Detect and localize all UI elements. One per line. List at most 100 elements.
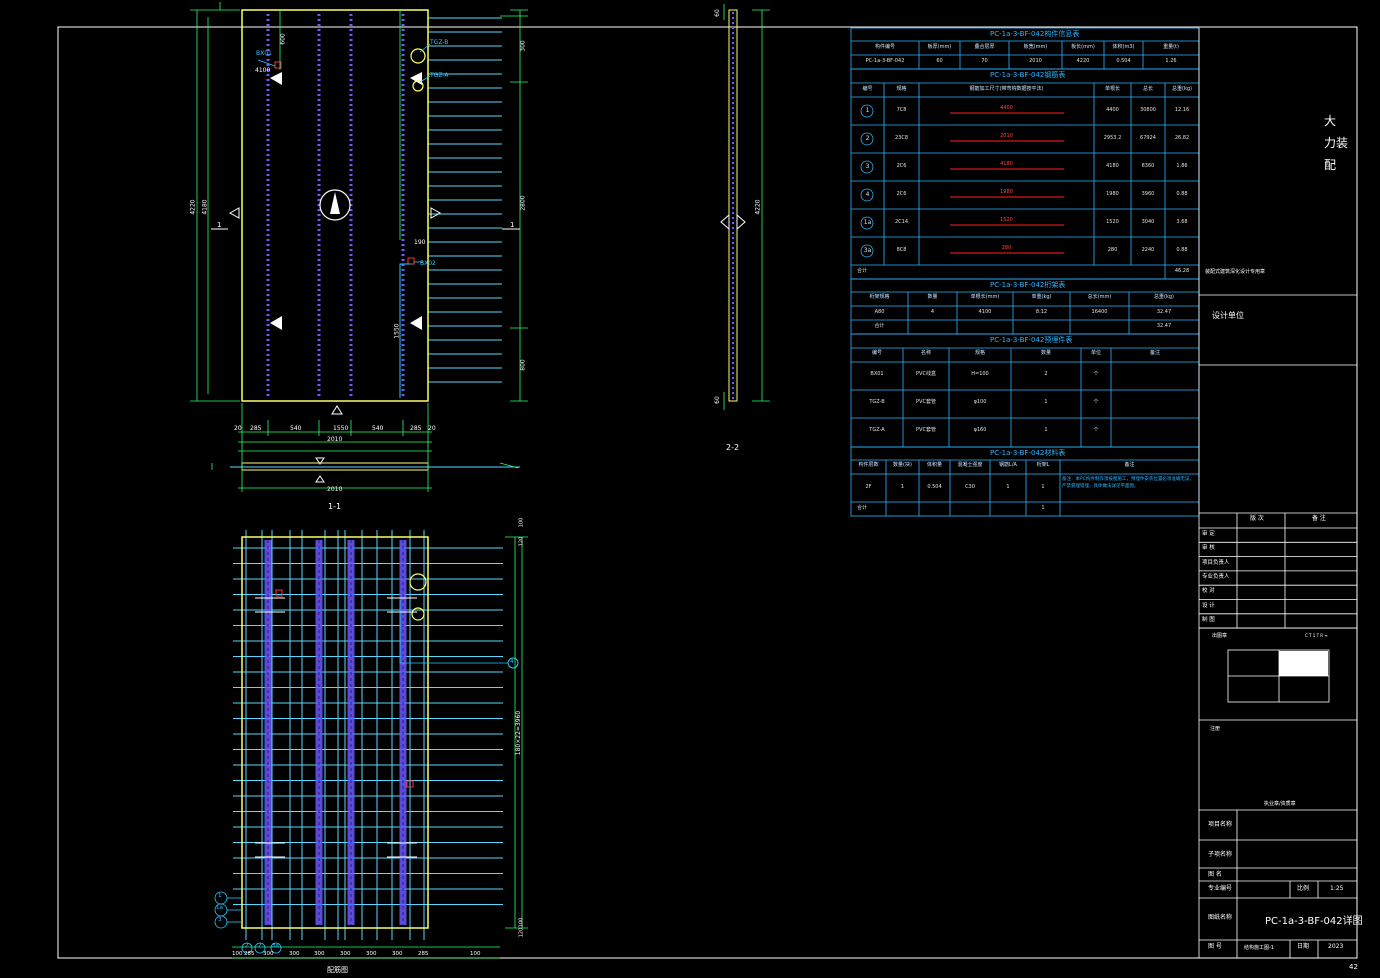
rebar-total: 8360 [1141,163,1155,169]
rebar-callout-label[interactable]: 2 [245,943,249,949]
dim-left-inner: 4180 [201,199,209,215]
truss-cell: 8.12 [1035,309,1048,315]
info-cell: 1.26 [1165,58,1177,64]
sleeve-tgz-a-icon[interactable] [411,607,425,621]
dim-plan-bottom: 1550 [333,425,349,432]
footer-date-label: 日期 [1297,943,1310,950]
rebar-id-circle [860,244,874,258]
junction-box-bx01-icon[interactable] [274,61,282,69]
parts-table-title: PC-1a-3-BF-042预埋件表 [990,336,1073,344]
rebar-id: 3a [863,247,872,254]
discipline-no-label: 专业编号 [1208,885,1233,892]
parts-cell: 个 [1093,399,1099,405]
lift-point-mark [410,72,422,85]
concrete-header: 体积量 [926,462,942,468]
concrete-cell: 1 [900,484,905,490]
footer-number: 结构施工图-1 [1244,945,1274,951]
rebar-id: 1 [865,107,870,114]
concrete-total-value: 1 [1041,505,1045,511]
callout-bx02[interactable]: BX02 [420,260,436,267]
dim-rebar-right: 120 [518,536,525,547]
callout-tgz-b[interactable]: TGZ-B [430,39,449,46]
rebar-callout-label[interactable]: 1a [216,905,223,911]
dim-top: 600 [279,33,287,45]
rebar-id: 1a [863,219,872,226]
concrete-header: 混凝土强度 [957,462,983,468]
page-number: 42 [1349,963,1358,971]
callout-tgz-a[interactable]: TGZ-A [430,72,449,79]
revision-header-note: 备 注 [1312,515,1326,522]
parts-cell: φ160 [973,427,987,433]
section-1-1-view[interactable] [211,446,520,492]
info-header: 板厚(mm) [927,44,952,50]
rebar-callout-label[interactable]: 1 [218,893,222,899]
junction-box-bx02-icon[interactable] [407,257,415,265]
rebar-weight: 0.88 [1176,247,1188,253]
dim-rebar-bottom: 300 [340,951,351,957]
dim-rebar-bottom: 100 [232,951,243,957]
rebar-callout-3a[interactable] [270,942,282,954]
lift-point-mark [270,72,282,85]
dim-rebar-right: 100 [518,917,525,928]
rebar-shape-dim: 280 [1001,245,1012,251]
rebar-header: 总重(kg) [1172,86,1192,92]
rebar-weight: 3.68 [1176,219,1188,225]
section-2-2-view[interactable] [720,4,770,410]
dim-rebar-right: 120 [518,927,525,938]
plan-panel-outline [241,9,429,402]
concrete-cell: 0.504 [927,484,942,490]
dim-right-bottom: 800 [519,359,527,371]
rebar-header: 钢筋加工尺寸(带弯钩数据按平法) [969,86,1044,92]
rebar-length: 1980 [1106,191,1119,197]
dim-22-top: 60 [713,9,721,17]
truss-table-title: PC-1a-3-BF-042桁架表 [990,281,1066,289]
rebar-callout-2b[interactable] [254,942,266,954]
rebar-id-circle [860,160,874,174]
rebar-length: 1520 [1106,219,1119,225]
parts-cell: H=100 [971,371,989,377]
parts-header: 名称 [920,350,931,356]
dim-plan-bottom: 20 [234,425,242,432]
rebar-callout-2[interactable] [241,942,253,954]
section-2-2-label: 2-2 [726,443,740,452]
info-table-title: PC-1a-3-BF-042构件信息表 [990,30,1080,38]
rebar-layout-view[interactable] [214,530,528,959]
truss-cell: 16400 [1091,309,1108,315]
rebar-total-value: 46.28 [1174,268,1190,274]
rebar-header: 编号 [862,86,873,92]
rebar-table-title: PC-1a-3-BF-042钢筋表 [990,71,1066,79]
rebar-callout-label[interactable]: 4 [510,659,514,665]
signature-label: 审 定 [1202,531,1215,537]
footer-date: 2023 [1328,943,1344,950]
stamp-label: 出图章 [1212,633,1228,639]
sleeve-tgz-b-icon[interactable] [409,573,427,591]
rebar-callout-label[interactable]: 2 [258,943,262,949]
junction-box-bx02-icon[interactable] [406,780,414,788]
rebar-weight: 1.86 [1176,163,1188,169]
project-name-label: 项目名称 [1208,821,1233,828]
dim-right-mid: 2800 [519,195,527,211]
rebar-shape-dim: 1520 [1000,217,1013,223]
rebar-callout-label[interactable]: 3a [272,943,279,949]
dim-total-width-11: 2010 [327,486,343,493]
revision-header-version: 版 次 [1250,515,1264,522]
info-header: 重量(t) [1163,44,1179,50]
drawing-frame [57,26,1358,959]
rebar-callout-label[interactable]: 3 [218,917,222,923]
rebar-callout-4[interactable] [507,657,519,669]
junction-box-bx01-icon[interactable] [275,589,283,597]
signature-label: 设 计 [1202,602,1215,609]
rebar-view-label: 配筋图 [327,966,348,974]
concrete-cell: 1 [1041,484,1045,490]
lift-point-mark [410,316,422,330]
truss-total-label: 合计 [874,323,885,329]
plan-view[interactable] [190,2,528,446]
dim-right-top: 300 [519,40,527,52]
truss-cell: A80 [874,309,885,315]
callout-bx01[interactable]: BX01 [256,50,272,57]
vertical-title-line-2: 力装 [1324,136,1349,150]
rebar-id-circle [860,216,874,230]
sleeve-tgz-a-icon[interactable] [412,80,424,92]
sleeve-tgz-b-icon[interactable] [410,48,426,64]
